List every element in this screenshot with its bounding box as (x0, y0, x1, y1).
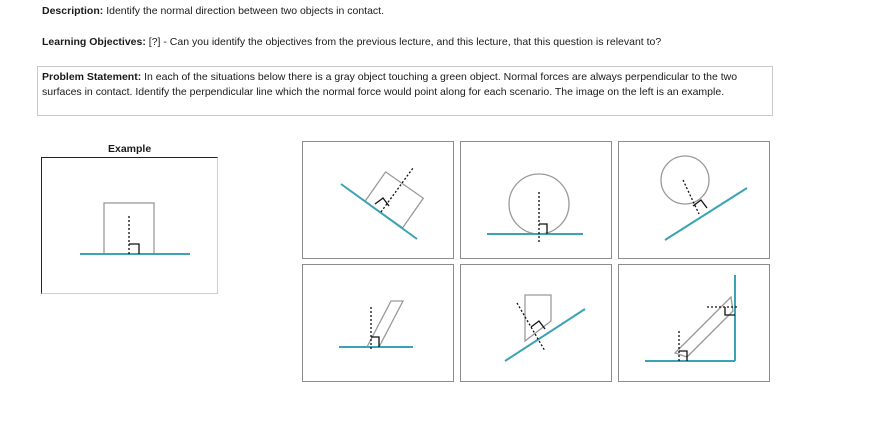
description-line: Description: Identify the normal directi… (42, 5, 384, 17)
problem-statement-text: In each of the situations below there is… (42, 71, 738, 98)
description-label: Description: (42, 5, 104, 17)
scenario-panel-5 (460, 264, 612, 382)
scenario-panel-4 (302, 264, 454, 382)
problem-statement-label: Problem Statement: (42, 71, 142, 83)
scenario-panel-1 (302, 141, 454, 259)
scenario-panel-3 (618, 141, 770, 259)
learning-objectives-label: Learning Objectives: (42, 36, 146, 48)
example-right-angle-marker (129, 243, 140, 254)
problem-statement-box: Problem Statement: In each of the situat… (37, 66, 773, 116)
scenario-panel-2 (460, 141, 612, 259)
description-text: Identify the normal direction between tw… (106, 5, 385, 17)
example-figure (41, 157, 218, 294)
scenario-panel-6 (618, 264, 770, 382)
example-title: Example (108, 143, 152, 155)
learning-objectives-line: Learning Objectives: [?] - Can you ident… (42, 36, 661, 48)
learning-objectives-text: [?] - Can you identify the objectives fr… (148, 36, 662, 48)
